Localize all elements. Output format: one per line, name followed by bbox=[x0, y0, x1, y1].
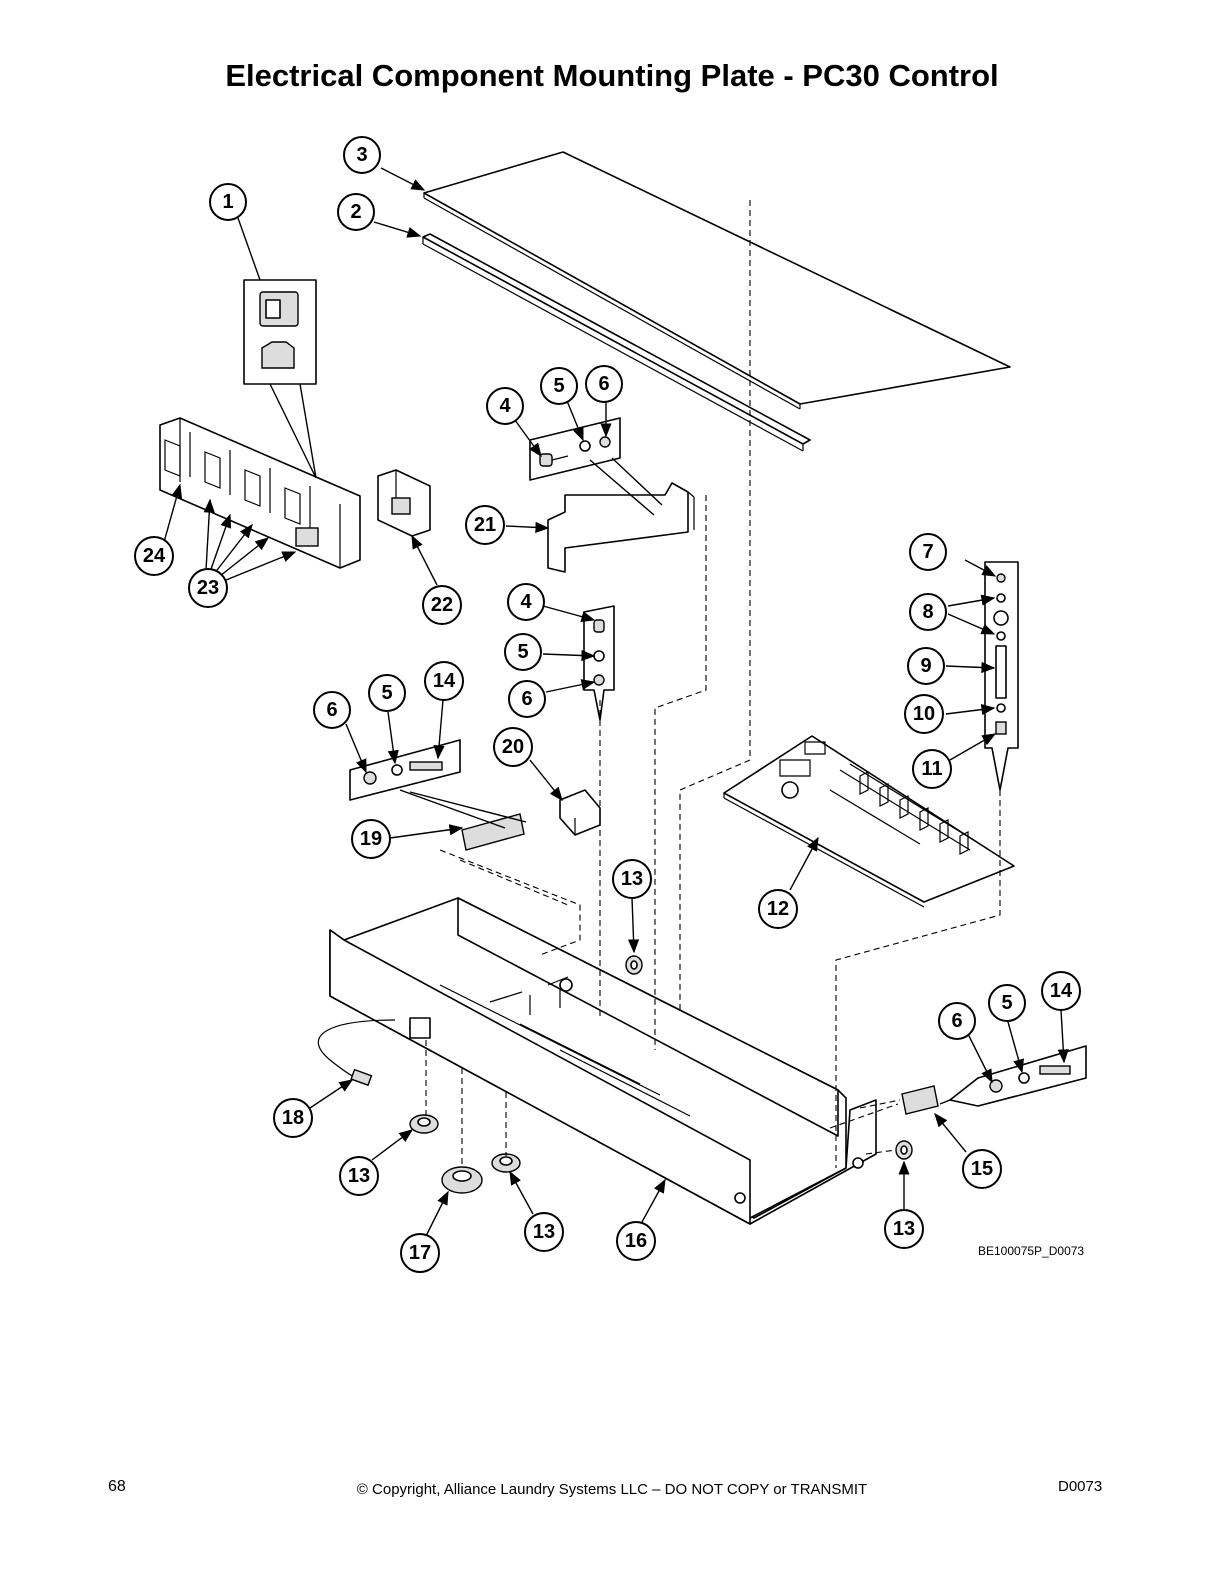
callout-label: 24 bbox=[143, 545, 166, 567]
callout-label: 12 bbox=[767, 898, 789, 920]
callout-label: 17 bbox=[409, 1242, 431, 1264]
callout-17: 17 bbox=[400, 1233, 440, 1273]
callout-label: 5 bbox=[553, 375, 564, 397]
callout-23: 23 bbox=[188, 568, 228, 608]
callout-label: 13 bbox=[348, 1165, 370, 1187]
callout-5: 5 bbox=[368, 674, 406, 712]
callout-8: 8 bbox=[909, 593, 947, 631]
callout-label: 13 bbox=[621, 868, 643, 890]
terminal-strip-left bbox=[461, 813, 525, 851]
callout-label: 20 bbox=[502, 736, 524, 758]
callout-14: 14 bbox=[424, 661, 464, 701]
callout-label: 14 bbox=[433, 670, 456, 692]
callout-label: 5 bbox=[381, 682, 392, 704]
callout-5: 5 bbox=[504, 633, 542, 671]
callout-label: 7 bbox=[922, 541, 933, 563]
callout-label: 22 bbox=[431, 594, 453, 616]
terminal-block bbox=[559, 789, 601, 836]
cover-plate bbox=[423, 151, 1011, 410]
callout-label: 10 bbox=[913, 703, 935, 725]
document-code: D0073 bbox=[1058, 1478, 1103, 1495]
callout-label: 4 bbox=[520, 591, 532, 613]
callout-5: 5 bbox=[988, 984, 1026, 1022]
callout-label: 9 bbox=[920, 655, 931, 677]
callout-19: 19 bbox=[351, 819, 391, 859]
callout-10: 10 bbox=[904, 694, 944, 734]
contactor-bank bbox=[159, 417, 361, 569]
callout-label: 23 bbox=[197, 577, 219, 599]
callout-label: 1 bbox=[222, 191, 233, 213]
callout-label: 5 bbox=[517, 641, 528, 663]
callout-2: 2 bbox=[337, 193, 375, 231]
callout-1: 1 bbox=[209, 183, 247, 221]
callout-12: 12 bbox=[758, 889, 798, 929]
callout-label: 6 bbox=[951, 1010, 962, 1032]
mounting-chassis bbox=[329, 897, 877, 1225]
callout-9: 9 bbox=[907, 647, 945, 685]
callout-label: 11 bbox=[921, 758, 942, 780]
callout-13: 13 bbox=[884, 1209, 924, 1249]
callout-16: 16 bbox=[616, 1221, 656, 1261]
callout-label: 14 bbox=[1050, 980, 1073, 1002]
fastener-inset-middle bbox=[583, 605, 615, 721]
callout-6: 6 bbox=[508, 680, 546, 718]
callout-label: 19 bbox=[360, 828, 382, 850]
fastener-inset-left bbox=[349, 739, 461, 801]
mounting-bracket bbox=[547, 482, 695, 573]
callout-label: 2 bbox=[350, 201, 361, 223]
page-number: 68 bbox=[108, 1478, 126, 1495]
leader-lines bbox=[163, 167, 1069, 1237]
control-board bbox=[723, 735, 1015, 908]
callout-4: 4 bbox=[486, 387, 524, 425]
callout-15: 15 bbox=[962, 1149, 1002, 1189]
callout-6: 6 bbox=[938, 1002, 976, 1040]
page-title: Electrical Component Mounting Plate - PC… bbox=[225, 58, 999, 93]
callout-label: 21 bbox=[474, 514, 496, 536]
callout-5: 5 bbox=[540, 367, 578, 405]
callout-label: 16 bbox=[625, 1230, 647, 1252]
callout-13: 13 bbox=[339, 1156, 379, 1196]
overload-relay-inset bbox=[243, 279, 317, 385]
callout-18: 18 bbox=[273, 1098, 313, 1138]
callout-label: 6 bbox=[598, 373, 609, 395]
callout-24: 24 bbox=[134, 536, 174, 576]
callout-6: 6 bbox=[585, 365, 623, 403]
callout-label: 6 bbox=[326, 699, 337, 721]
callout-4: 4 bbox=[507, 583, 545, 621]
callout-label: 15 bbox=[971, 1158, 993, 1180]
callout-label: 4 bbox=[499, 395, 511, 417]
fastener-inset-upper bbox=[529, 417, 621, 481]
callout-21: 21 bbox=[465, 505, 505, 545]
copyright-notice: © Copyright, Alliance Laundry Systems LL… bbox=[356, 1481, 868, 1498]
callout-label: 3 bbox=[356, 144, 367, 166]
callout-7: 7 bbox=[909, 533, 947, 571]
callout-6: 6 bbox=[313, 691, 351, 729]
grommets bbox=[409, 955, 913, 1194]
callout-label: 6 bbox=[521, 688, 532, 710]
gasket-strip bbox=[422, 233, 811, 452]
ground-wire bbox=[317, 1019, 396, 1087]
figure-id: BE100075P_D0073 bbox=[978, 1244, 1085, 1258]
callout-label: 13 bbox=[893, 1218, 915, 1240]
callout-3: 3 bbox=[343, 136, 381, 174]
callout-13: 13 bbox=[524, 1212, 564, 1252]
assembly-lines bbox=[425, 200, 1001, 1168]
callout-label: 13 bbox=[533, 1221, 555, 1243]
callout-20: 20 bbox=[493, 727, 533, 767]
terminal-strip-right bbox=[901, 1085, 939, 1115]
callout-label: 8 bbox=[922, 601, 933, 623]
circuit-breaker bbox=[377, 469, 431, 537]
fastener-inset-right bbox=[949, 1045, 1087, 1107]
callout-label: 5 bbox=[1001, 992, 1012, 1014]
callout-13: 13 bbox=[612, 859, 652, 899]
callout-14: 14 bbox=[1041, 971, 1081, 1011]
callout-label: 18 bbox=[282, 1107, 304, 1129]
callout-11: 11 bbox=[912, 749, 952, 789]
standoff-inset bbox=[984, 561, 1019, 791]
callout-22: 22 bbox=[422, 585, 462, 625]
